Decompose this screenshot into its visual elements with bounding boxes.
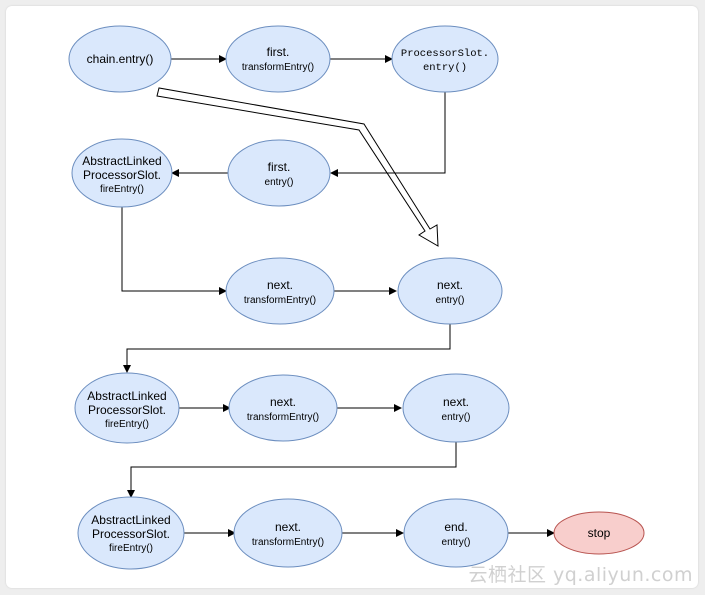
node-abstract-fire-3-line1: AbstractLinked: [91, 513, 170, 527]
node-chain-entry-label: chain.entry(): [87, 52, 154, 66]
edge-next-entry-2-to-abstract-fire-3: [127, 442, 457, 498]
node-first-entry-line1: first.: [268, 160, 291, 174]
node-next-entry-2-line1: next.: [443, 395, 469, 409]
node-processor-slot-line1: ProcessorSlot.: [401, 48, 489, 60]
edge-processor-slot-to-first-entry: [330, 92, 446, 177]
node-next-entry-2: next. entry(): [402, 373, 510, 443]
node-next-transform-1-line1: next.: [267, 278, 293, 292]
node-first-transform-entry: first. transformEntry(): [225, 25, 331, 93]
node-processor-slot-entry: ProcessorSlot. entry(): [391, 25, 499, 93]
node-end-entry: end. entry(): [403, 498, 509, 568]
node-abstract-fire-entry-1: AbstractLinked ProcessorSlot. fireEntry(…: [71, 138, 173, 208]
node-next-entry-2-line2: entry(): [442, 412, 471, 423]
node-next-entry-1-line2: entry(): [436, 295, 465, 306]
edges: [121, 55, 555, 537]
node-abstract-fire-2-line3: fireEntry(): [105, 419, 149, 430]
node-stop: stop: [553, 511, 645, 555]
node-abstract-fire-2-line2: ProcessorSlot.: [88, 403, 166, 417]
node-end-entry-line1: end.: [444, 520, 467, 534]
node-next-entry-1: next. entry(): [397, 257, 503, 325]
node-abstract-fire-entry-3: AbstractLinked ProcessorSlot. fireEntry(…: [77, 496, 185, 570]
node-next-transform-2-line1: next.: [270, 395, 296, 409]
node-next-transform-3-line1: next.: [275, 520, 301, 534]
node-next-transform-2-line2: transformEntry(): [247, 412, 319, 423]
watermark: 云栖社区 yq.aliyun.com: [468, 564, 693, 586]
node-chain-entry: chain.entry(): [68, 25, 172, 93]
node-abstract-fire-entry-2: AbstractLinked ProcessorSlot. fireEntry(…: [74, 372, 180, 444]
node-abstract-fire-3-line2: ProcessorSlot.: [92, 527, 170, 541]
node-abstract-fire-2-line1: AbstractLinked: [87, 389, 166, 403]
node-abstract-fire-1-line1: AbstractLinked: [82, 154, 161, 168]
diagram-canvas: [6, 6, 698, 588]
node-next-transform-entry-3: next. transformEntry(): [233, 498, 343, 568]
node-first-entry: first. entry(): [227, 139, 331, 207]
node-first-transform-line2: transformEntry(): [242, 62, 314, 73]
node-next-transform-entry-2: next. transformEntry(): [228, 374, 338, 442]
edge-next-entry-1-to-abstract-fire-2: [123, 323, 451, 373]
node-next-transform-entry-1: next. transformEntry(): [225, 257, 335, 325]
node-stop-label: stop: [588, 526, 611, 540]
node-next-transform-1-line2: transformEntry(): [244, 295, 316, 306]
node-processor-slot-line2: entry(): [423, 62, 467, 74]
node-next-entry-1-line1: next.: [437, 278, 463, 292]
node-abstract-fire-1-line2: ProcessorSlot.: [83, 168, 161, 182]
node-first-transform-line1: first.: [267, 45, 290, 59]
node-next-transform-3-line2: transformEntry(): [252, 537, 324, 548]
node-abstract-fire-1-line3: fireEntry(): [100, 184, 144, 195]
node-abstract-fire-3-line3: fireEntry(): [109, 543, 153, 554]
hollow-call-arrow: [156, 87, 439, 247]
node-first-entry-line2: entry(): [265, 177, 294, 188]
edge-abstract-fire-1-to-next-transform-1: [121, 207, 227, 295]
node-end-entry-line2: entry(): [442, 537, 471, 548]
